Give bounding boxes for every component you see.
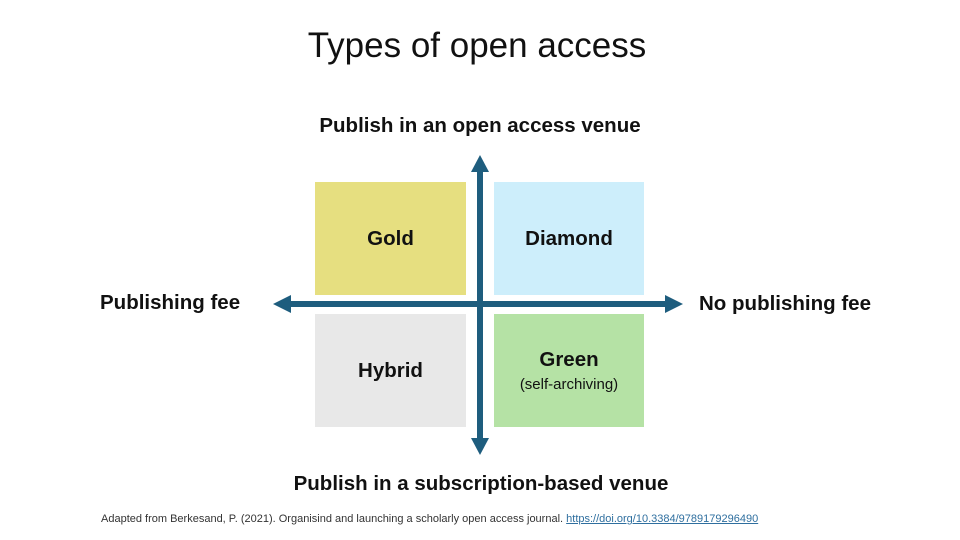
arrowhead-left-icon	[273, 295, 291, 313]
quadrant-gold: Gold	[315, 182, 466, 295]
citation-doi-link[interactable]: https://doi.org/10.3384/9789179296490	[566, 513, 759, 525]
axis-label-no-publishing-fee: No publishing fee	[699, 292, 871, 315]
quadrant-green: Green (self-archiving)	[494, 314, 644, 427]
axis-label-open-access-venue: Publish in an open access venue	[319, 114, 641, 137]
quadrant-green-sublabel: (self-archiving)	[519, 376, 619, 393]
quadrant-hybrid: Hybrid	[315, 314, 466, 427]
citation: Adapted from Berkesand, P. (2021). Organ…	[101, 513, 758, 525]
arrowhead-up-icon	[471, 155, 489, 172]
quadrant-diamond-label: Diamond	[525, 226, 613, 250]
axis-label-subscription-venue: Publish in a subscription-based venue	[293, 472, 669, 495]
quadrant-hybrid-label: Hybrid	[358, 358, 423, 382]
quadrant-diamond: Diamond	[494, 182, 644, 295]
slide-title: Types of open access	[307, 26, 647, 65]
quadrant-gold-label: Gold	[367, 226, 414, 250]
citation-text: Adapted from Berkesand, P. (2021). Organ…	[101, 513, 567, 525]
arrowhead-down-icon	[471, 438, 489, 455]
arrowhead-right-icon	[665, 295, 683, 313]
quadrant-green-label: Green	[539, 348, 599, 371]
axis-label-publishing-fee: Publishing fee	[100, 291, 241, 314]
